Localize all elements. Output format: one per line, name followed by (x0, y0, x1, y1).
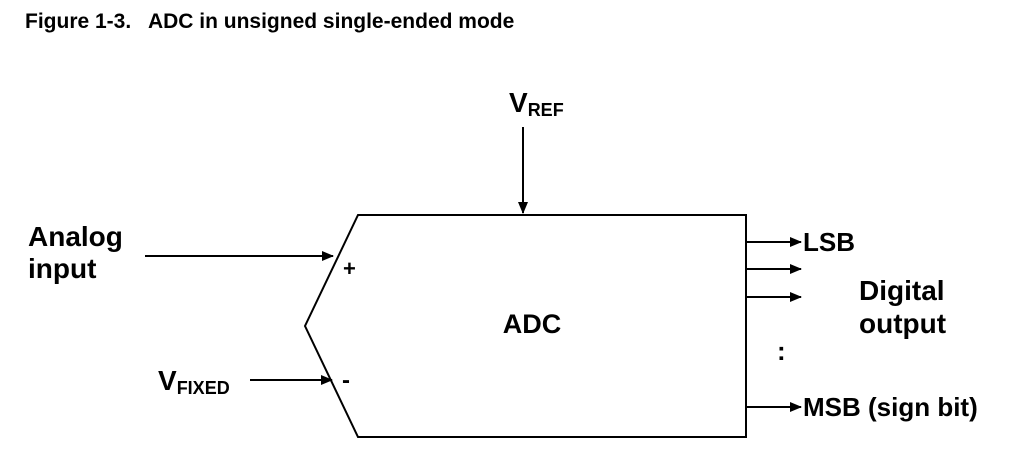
figure-caption: Figure 1-3. ADC in unsigned single-ended… (25, 10, 514, 34)
figure-title: ADC in unsigned single-ended mode (147, 10, 515, 33)
figure-number: Figure 1-3. (25, 10, 132, 33)
vfixed-label: VFIXED (158, 365, 230, 398)
output-ellipsis: : (777, 336, 786, 366)
msb-label: MSB (sign bit) (803, 392, 978, 422)
plus-input-sign: + (343, 256, 356, 281)
analog-input-label: Analog input (28, 221, 131, 284)
lsb-label: LSB (803, 227, 855, 257)
adc-block-outline (303, 214, 747, 438)
adc-block-label: ADC (503, 309, 562, 339)
digital-output-label: Digital output (859, 275, 952, 339)
minus-input-sign: - (342, 367, 350, 394)
vref-label: VREF (509, 87, 564, 120)
